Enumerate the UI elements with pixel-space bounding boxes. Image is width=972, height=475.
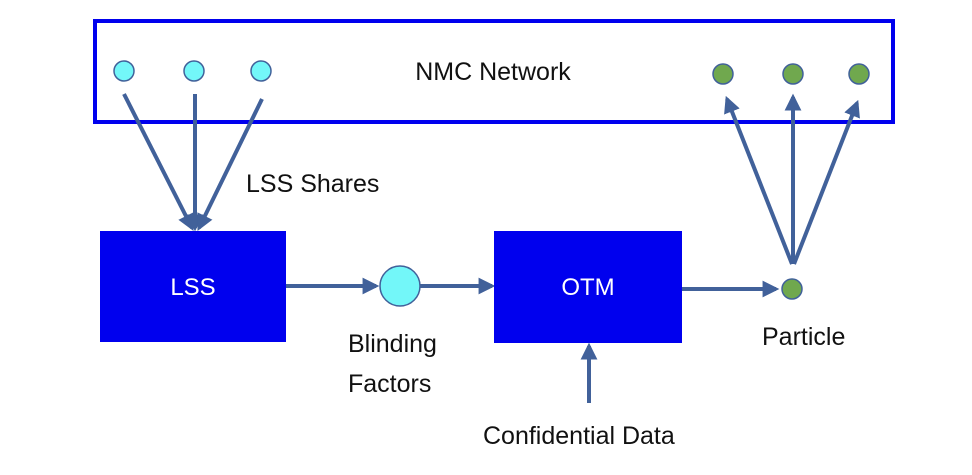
cyan-node-2 (183, 60, 205, 82)
green-node-2 (782, 63, 804, 85)
particle-label: Particle (762, 323, 845, 351)
cyan-node-1 (113, 60, 135, 82)
blinding-label-line1: Blinding (348, 330, 437, 358)
nmc-network-label: NMC Network (415, 58, 571, 86)
share-arrow-1 (122, 93, 194, 231)
lss-shares-label: LSS Shares (246, 170, 379, 198)
green-node-3 (848, 63, 870, 85)
lss-label: LSS (170, 274, 215, 301)
confidential-data-label: Confidential Data (483, 422, 675, 450)
particle-arrow-3 (792, 99, 860, 265)
particle-arrow-1 (724, 95, 794, 265)
lss-box (100, 231, 286, 342)
otm-box (494, 231, 682, 343)
particle-node (781, 278, 803, 300)
share-arrow-3 (197, 98, 264, 232)
blinding-label-line2: Factors (348, 370, 431, 398)
otm-label: OTM (561, 274, 614, 301)
nmc-network-box (93, 19, 895, 124)
blinding-factors-node (379, 265, 421, 307)
green-node-1 (712, 63, 734, 85)
cyan-node-3 (250, 60, 272, 82)
